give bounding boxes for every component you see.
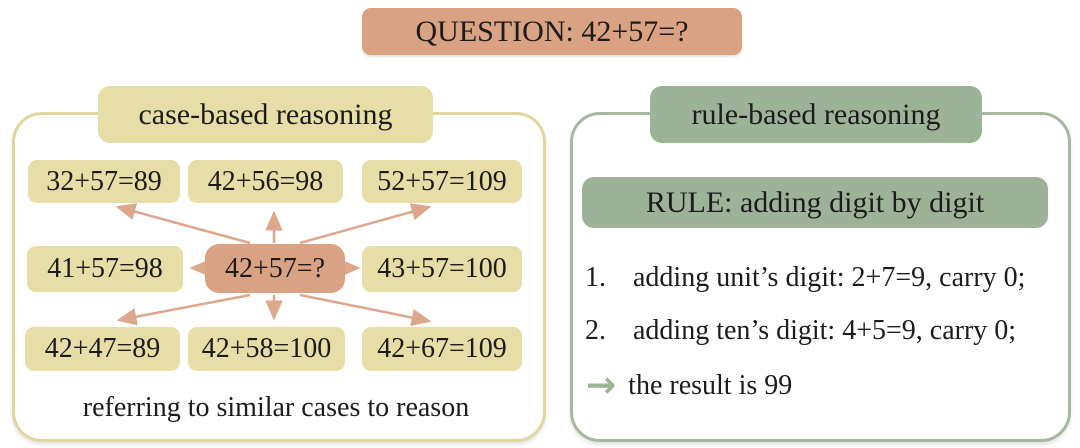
rule-based-title-label: rule-based reasoning <box>691 97 941 131</box>
rule-step-1: 1. adding unit’s digit: 2+7=9, carry 0; <box>585 260 1055 296</box>
case-label: 41+57=98 <box>47 253 163 284</box>
case-box: 52+57=109 <box>362 160 522 203</box>
case-box: 42+56=98 <box>188 160 343 203</box>
case-label: 42+47=89 <box>44 333 161 364</box>
rule-banner: RULE: adding digit by digit <box>582 177 1048 228</box>
rule-step-2: 2. adding ten’s digit: 4+5=9, carry 0; <box>585 313 1055 349</box>
case-label: 42+67=109 <box>377 333 507 364</box>
result-line: → the result is 99 <box>586 366 1056 406</box>
rule-based-panel-title: rule-based reasoning <box>650 86 982 143</box>
case-based-caption: referring to similar cases to reason <box>82 392 470 423</box>
case-based-title-label: case-based reasoning <box>138 97 393 131</box>
step-number: 2. <box>585 315 606 346</box>
center-question-box: 42+57=? <box>205 244 345 293</box>
rule-banner-label: RULE: adding digit by digit <box>645 185 985 219</box>
result-arrow-icon: → <box>586 365 617 406</box>
rule-based-panel <box>570 112 1071 442</box>
center-question-label: 42+57=? <box>224 252 325 284</box>
case-label: 32+57=89 <box>46 165 162 197</box>
step-text: adding ten’s digit: 4+5=9, carry 0; <box>633 315 1017 346</box>
case-box: 43+57=100 <box>362 246 522 292</box>
case-box: 42+67=109 <box>362 327 522 371</box>
case-based-panel-title: case-based reasoning <box>98 86 433 143</box>
case-box: 42+47=89 <box>25 327 180 371</box>
case-box: 41+57=98 <box>27 246 183 292</box>
result-text: the result is 99 <box>628 370 793 401</box>
case-box: 32+57=89 <box>28 160 180 203</box>
step-number: 1. <box>585 262 606 293</box>
case-label: 52+57=109 <box>377 165 507 197</box>
case-box: 42+58=100 <box>188 327 345 371</box>
case-label: 42+58=100 <box>201 333 332 364</box>
step-text: adding unit’s digit: 2+7=9, carry 0; <box>633 262 1026 293</box>
question-banner: QUESTION: 42+57=? <box>362 8 742 55</box>
case-label: 43+57=100 <box>377 253 507 284</box>
case-label: 42+56=98 <box>207 165 324 197</box>
question-banner-label: QUESTION: 42+57=? <box>415 14 689 48</box>
